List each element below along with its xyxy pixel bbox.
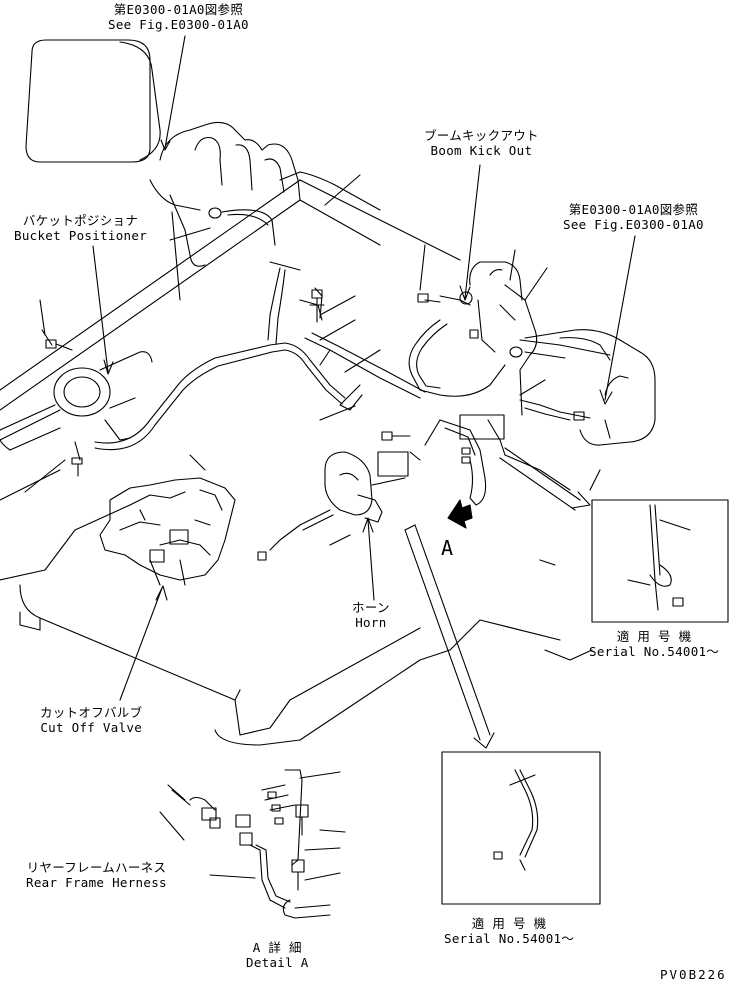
rear-frame-harness-jp: リヤーフレームハーネス	[26, 860, 167, 875]
serial-bottom-jp: 適 用 号 機	[471, 916, 547, 931]
rear-unit-outline	[25, 39, 161, 163]
drawing-code: PV0B226	[660, 967, 727, 982]
view-frames	[377, 414, 505, 477]
boom-kick-out-label: ブームキックアウト Boom Kick Out	[424, 128, 539, 158]
see-fig-top-label: 第E0300-01A0図参照 See Fig.E0300-01A0	[108, 2, 249, 32]
serial-bottom-en: Serial No.54001～	[444, 931, 575, 946]
main-frame	[0, 179, 593, 746]
cut-off-valve-part	[99, 477, 267, 586]
bucket-positioner-label: バケットポジショナ Bucket Positioner	[14, 213, 147, 243]
leader-lines	[92, 164, 636, 841]
cut-off-valve-en: Cut Off Valve	[40, 720, 143, 735]
pointer-arrow-detail	[404, 524, 495, 749]
inset-serial-right	[591, 499, 729, 623]
rear-frame-harness-en: Rear Frame Herness	[26, 875, 167, 890]
see-fig-top-jp: 第E0300-01A0図参照	[113, 2, 244, 17]
horn-jp: ホーン	[352, 600, 390, 615]
detail-a-jp: A 詳 細	[252, 940, 302, 955]
inset-serial-bottom	[441, 751, 601, 905]
bucket-positioner-en: Bucket Positioner	[14, 228, 148, 243]
serial-right-en: Serial No.54001～	[589, 644, 720, 659]
view-a-label: A	[441, 536, 454, 560]
leader-top	[160, 35, 186, 151]
rear-frame-harness-label: リヤーフレームハーネス Rear Frame Herness	[26, 860, 167, 890]
bolts-center	[309, 289, 411, 441]
right-machinery	[417, 261, 611, 416]
detail-a-drawing	[167, 769, 346, 919]
serial-right-jp: 適 用 号 機	[616, 629, 692, 644]
callout-ticks	[24, 174, 601, 879]
right-harness	[408, 319, 591, 506]
see-fig-right-en: See Fig.E0300-01A0	[563, 217, 704, 232]
boom-kick-out-en: Boom Kick Out	[430, 143, 533, 158]
horn-label: ホーン Horn	[352, 600, 390, 630]
see-fig-top-en: See Fig.E0300-01A0	[108, 17, 249, 32]
see-fig-right-label: 第E0300-01A0図参照 See Fig.E0300-01A0	[563, 202, 704, 232]
wiring-harness	[94, 261, 426, 451]
rear-machinery	[149, 121, 381, 301]
detail-a-label: A 詳 細 Detail A	[246, 940, 309, 970]
left-axle	[0, 351, 153, 451]
cut-off-valve-jp: カットオフバルブ	[40, 705, 143, 720]
bucket-positioner-jp: バケットポジショナ	[22, 213, 139, 228]
bolts-left	[41, 329, 83, 477]
view-arrow-a	[447, 499, 473, 529]
pointer-arrow-inset	[499, 447, 591, 511]
boom-kick-out-jp: ブームキックアウト	[424, 128, 539, 143]
detail-a-en: Detail A	[246, 955, 309, 970]
right-unit-outline	[524, 329, 656, 446]
serial-bottom-label: 適 用 号 機 Serial No.54001～	[444, 916, 574, 946]
horn-part	[269, 451, 406, 551]
see-fig-right-jp: 第E0300-01A0図参照	[568, 202, 699, 217]
horn-en: Horn	[355, 615, 387, 630]
cut-off-valve-label: カットオフバルブ Cut Off Valve	[40, 705, 142, 735]
serial-right-label: 適 用 号 機 Serial No.54001～	[589, 629, 719, 659]
